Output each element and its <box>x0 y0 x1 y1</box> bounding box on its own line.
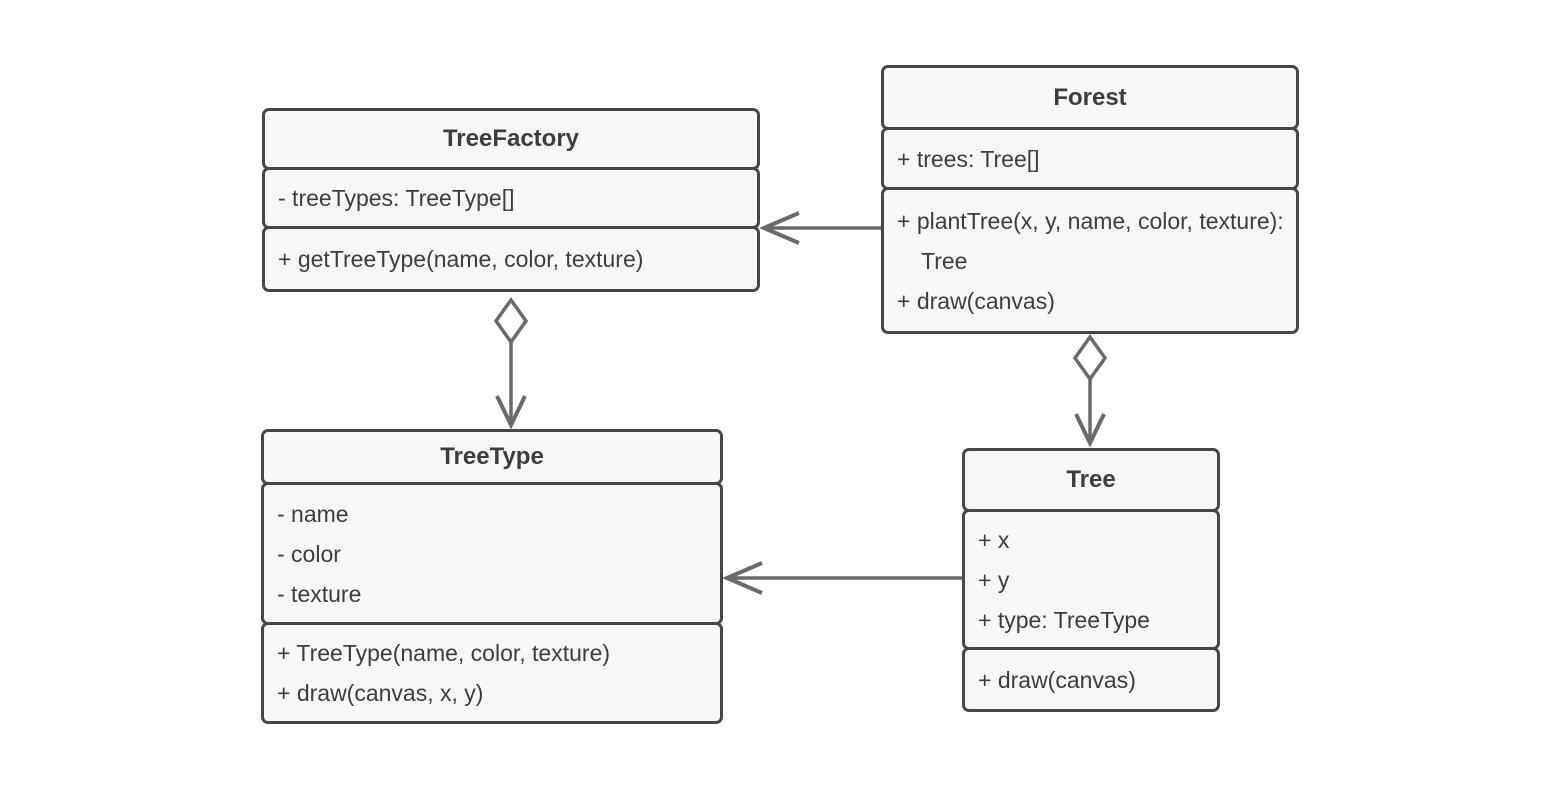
class-member: - color <box>277 540 341 567</box>
class-member: + plantTree(x, y, name, color, texture):… <box>897 207 1284 274</box>
aggregation-diamond-icon <box>493 296 529 346</box>
class-member: + TreeType(name, color, texture) <box>277 640 611 666</box>
open-arrowhead-icon <box>721 561 763 595</box>
aggregation-diamond-icon <box>1072 333 1108 383</box>
methods-section: + getTreeType(name, color, texture) <box>262 226 760 292</box>
class-member: + draw(canvas) <box>897 287 1055 314</box>
class-member: + y <box>978 566 1010 593</box>
association-tree-to-treetype <box>721 561 962 595</box>
class-member: + getTreeType(name, color, texture) <box>278 246 644 272</box>
class-title: Tree <box>962 448 1220 512</box>
class-box-tree: Tree + x + y + type: TreeType + draw(canva… <box>962 448 1220 712</box>
methods-section: + TreeType(name, color, texture) + draw(c… <box>261 622 723 724</box>
attributes-section: + trees: Tree[] <box>881 127 1299 190</box>
class-box-treetype: TreeType - name - color - texture + TreeTy… <box>261 429 723 724</box>
attributes-section: - name - color - texture <box>261 482 723 625</box>
class-title: Forest <box>881 65 1299 130</box>
class-member: + draw(canvas, x, y) <box>277 680 484 706</box>
class-member: + trees: Tree[] <box>897 145 1040 172</box>
aggregation-treefactory-to-treetype <box>493 296 529 430</box>
aggregation-forest-to-tree <box>1072 333 1108 448</box>
class-title: TreeFactory <box>262 108 760 170</box>
class-member: + x <box>978 526 1010 553</box>
open-arrowhead-icon <box>758 211 800 245</box>
association-forest-to-treefactory <box>758 211 881 245</box>
methods-section: + plantTree(x, y, name, color, texture):… <box>881 187 1299 334</box>
class-member: + type: TreeType <box>978 606 1150 633</box>
class-box-forest: Forest + trees: Tree[] + plantTree(x, y,… <box>881 65 1299 334</box>
class-member: - texture <box>277 580 362 607</box>
class-member: - treeTypes: TreeType[] <box>278 185 515 211</box>
class-box-treefactory: TreeFactory - treeTypes: TreeType[] + ge… <box>262 108 760 292</box>
class-member: + draw(canvas) <box>978 666 1136 693</box>
open-arrowhead-icon <box>495 395 527 430</box>
class-member: - name <box>277 500 349 527</box>
attributes-section: - treeTypes: TreeType[] <box>262 167 760 229</box>
attributes-section: + x + y + type: TreeType <box>962 509 1220 650</box>
class-title: TreeType <box>261 429 723 485</box>
open-arrowhead-icon <box>1074 413 1106 448</box>
methods-section: + draw(canvas) <box>962 647 1220 712</box>
